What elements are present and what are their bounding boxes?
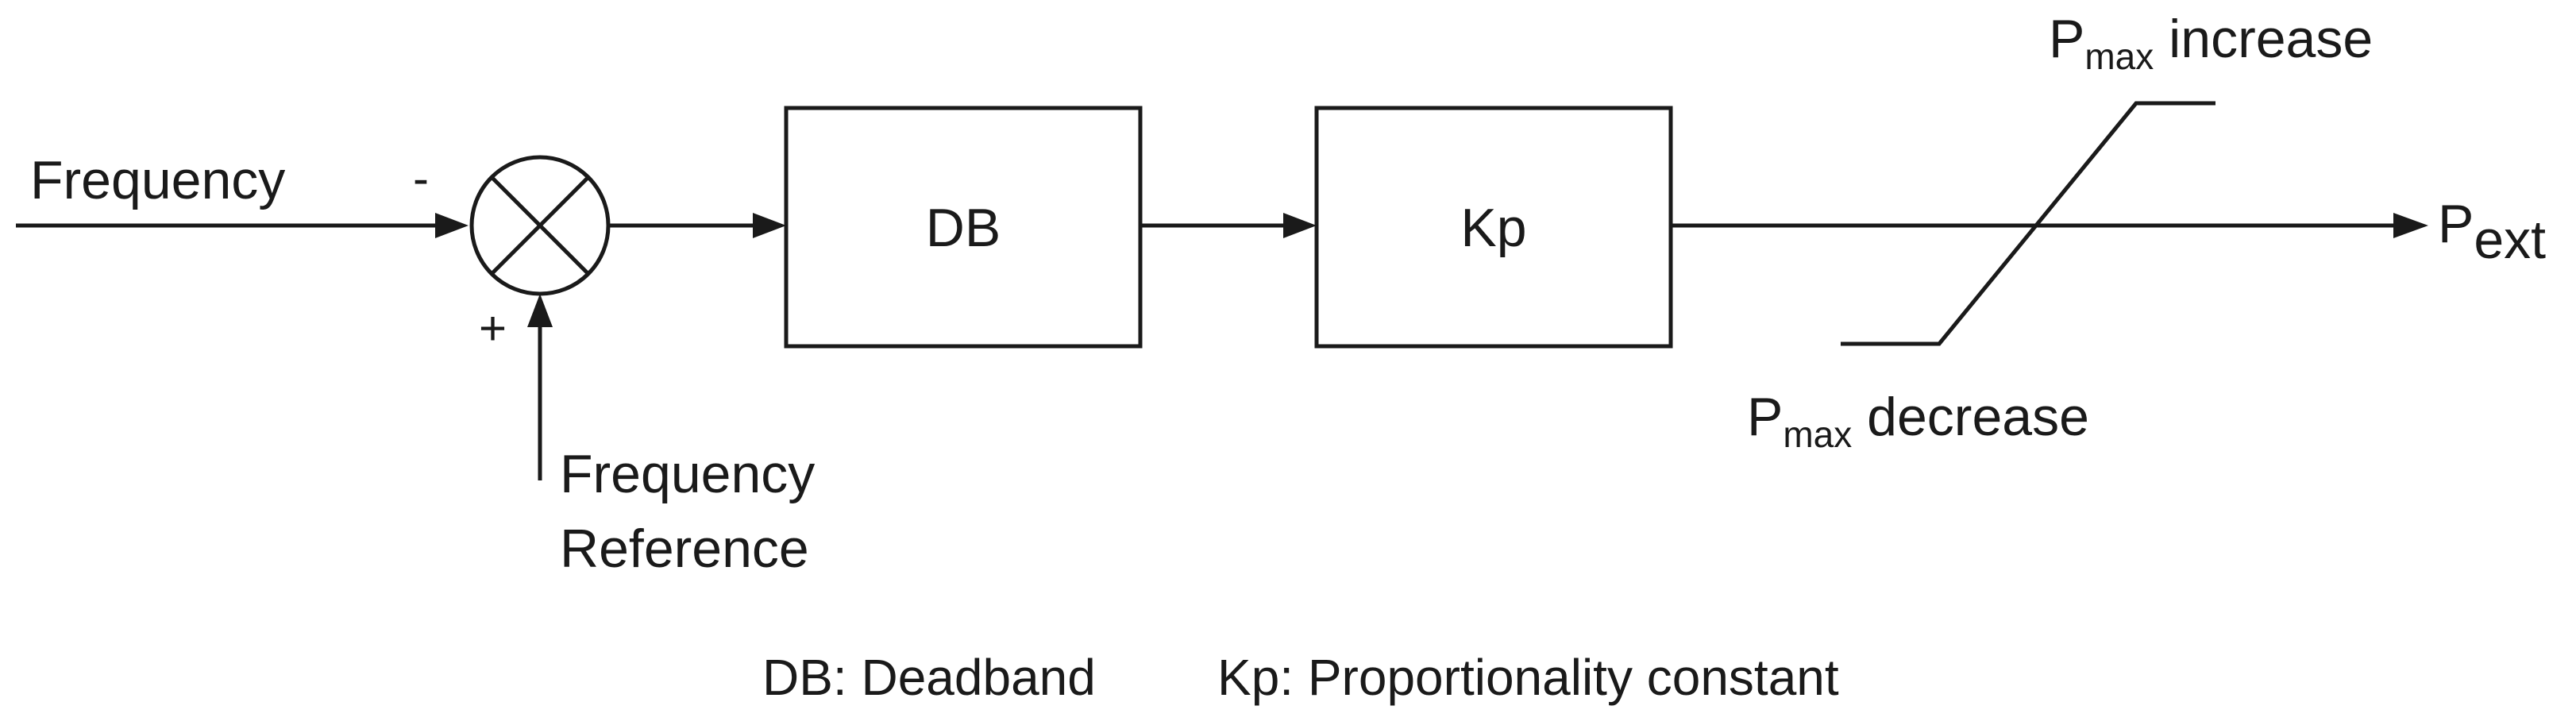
frequency-input-signal [16,213,469,238]
frequency-reference-signal [527,294,553,480]
output-label: Pext [2438,194,2546,270]
summing-junction [469,155,611,296]
legend-kp-definition: Kp: Proportionality constant [1217,649,1839,706]
pmax-decrease-label: Pmax decrease [1747,387,2089,455]
plus-sign: + [479,302,507,355]
legend-deadband-definition: DB: Deadband [762,649,1096,706]
output-signal [1671,213,2428,238]
frequency-reference-label-line1: Frequency [560,444,815,504]
pmax-increase-label: Pmax increase [2049,9,2373,77]
deadband-block [784,106,1143,349]
deadband-block-label: DB [926,198,1001,258]
gain-block-label: Kp [1460,198,1526,258]
frequency-reference-label-line2: Reference [560,519,809,579]
minus-sign: - [413,152,429,205]
saturation-limiter-symbol [1841,101,2215,346]
frequency-input-label: Frequency [30,150,285,210]
deadband-to-gain-signal [1140,213,1317,238]
gain-block [1314,106,1673,349]
junction-to-deadband-signal [608,213,786,238]
